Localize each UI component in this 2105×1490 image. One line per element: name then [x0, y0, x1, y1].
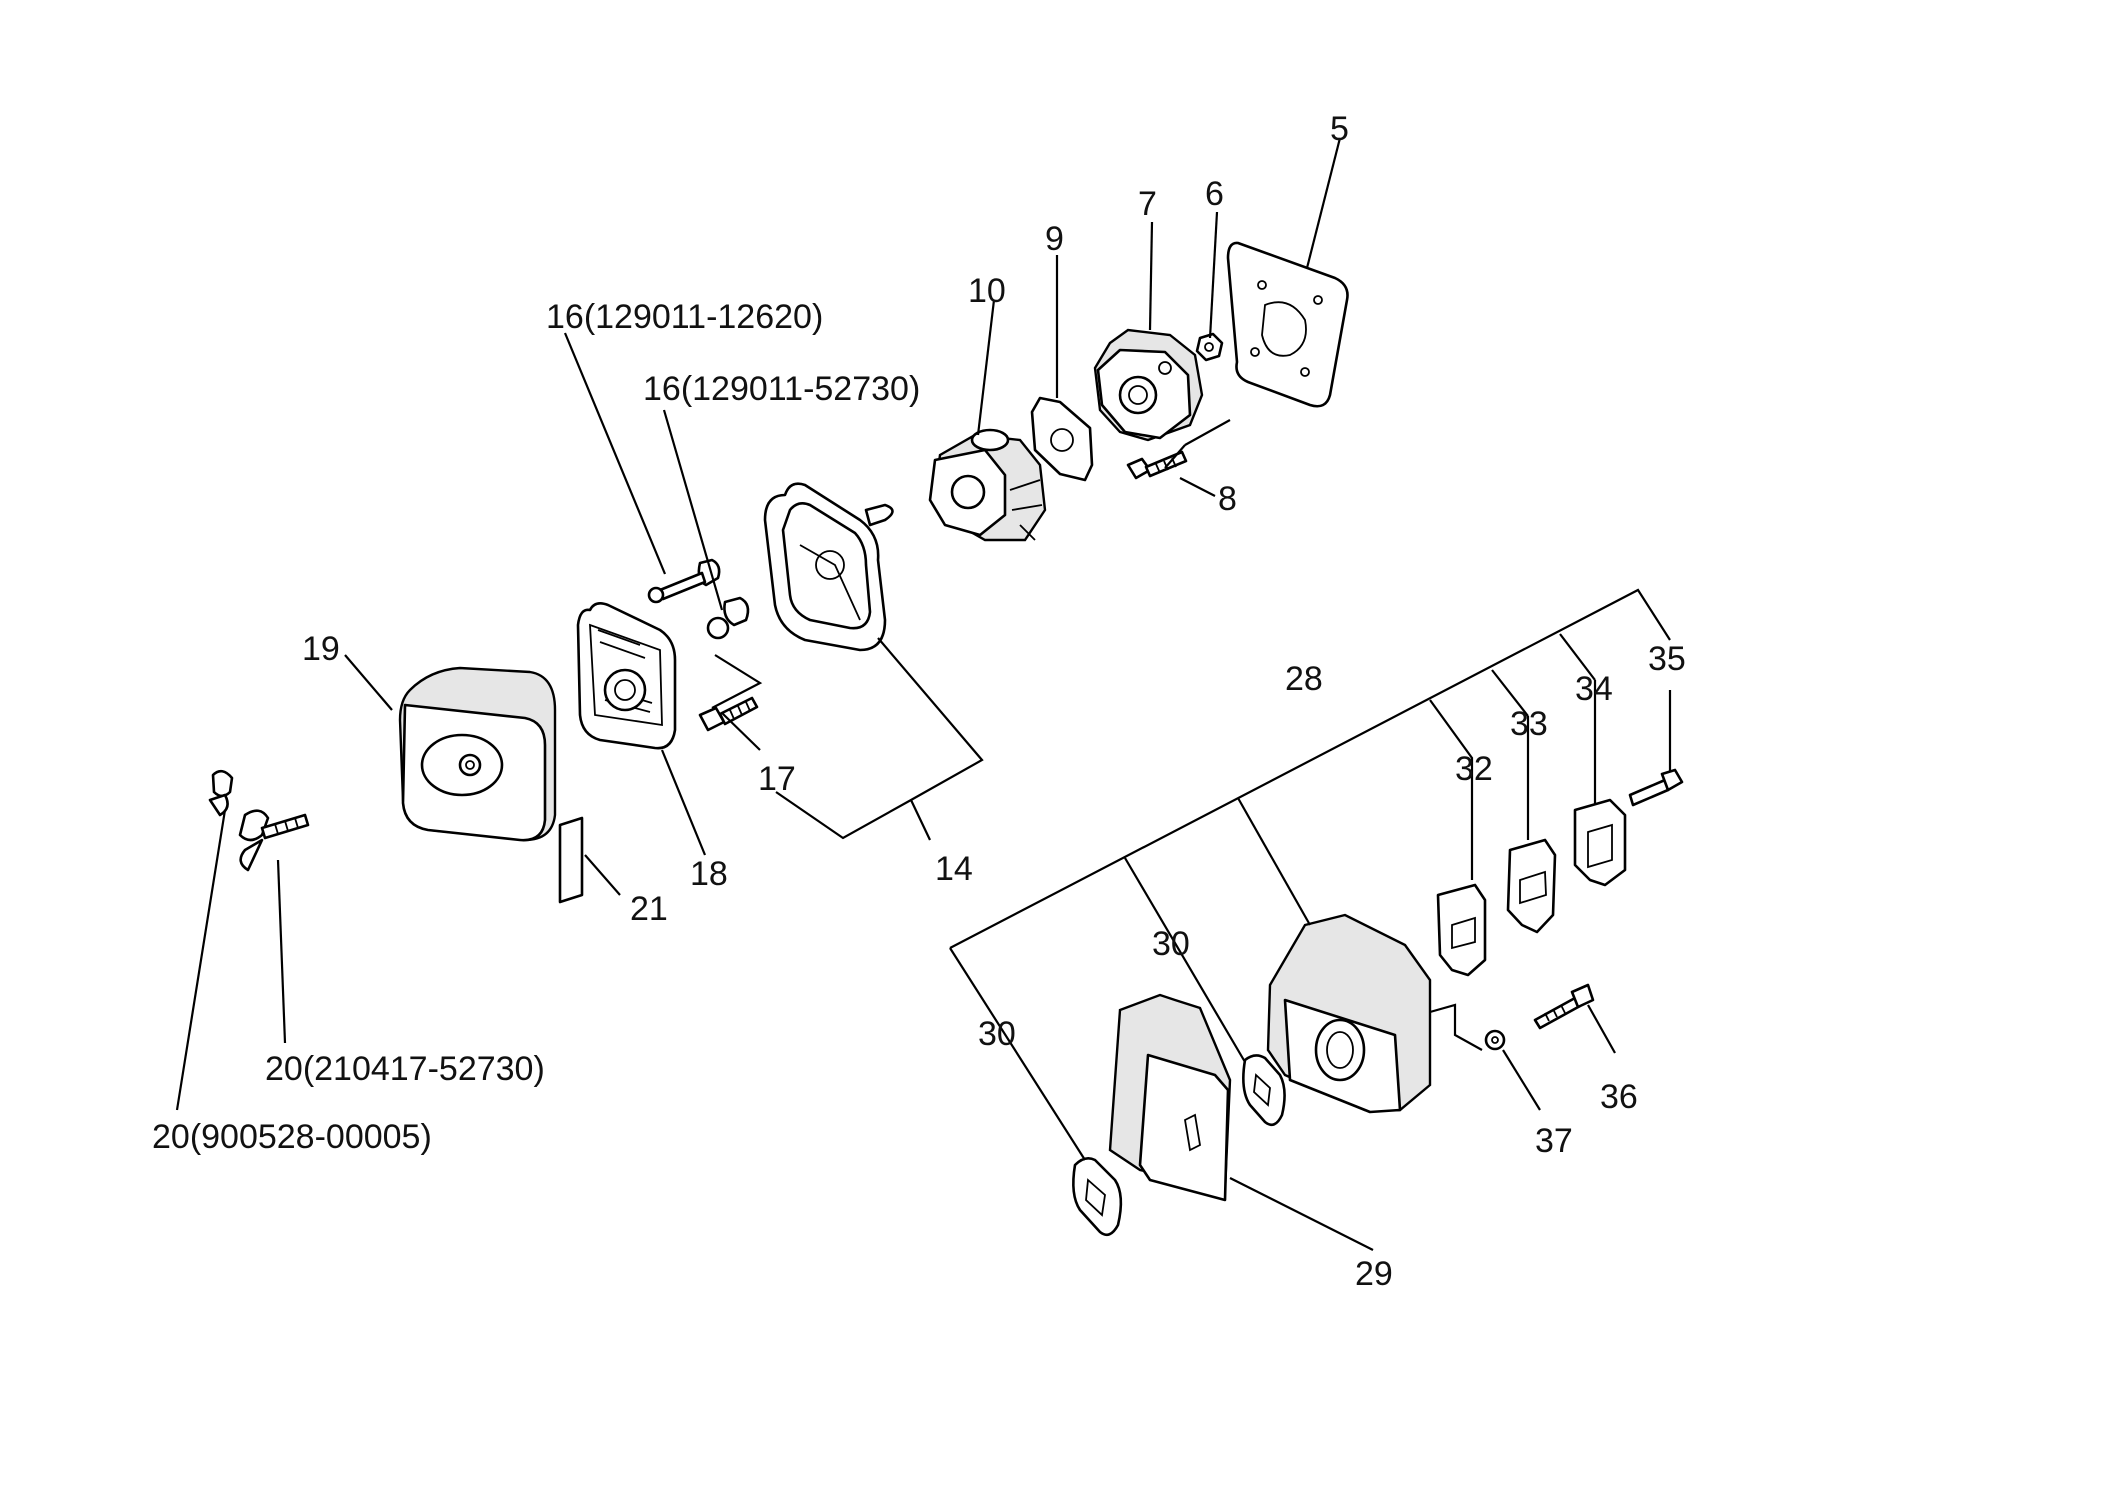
label-14: 14: [935, 850, 973, 888]
part-32-plate: [1436, 883, 1487, 977]
label-30b: 30: [1152, 925, 1190, 963]
label-17: 17: [758, 760, 796, 798]
label-37: 37: [1535, 1122, 1573, 1160]
part-19-cover: [398, 666, 557, 842]
part-8-screw: [1126, 450, 1188, 480]
part-37-washer: [1484, 1029, 1506, 1051]
part-28-muffler: [1266, 913, 1432, 1114]
label-18: 18: [690, 855, 728, 893]
part-17-bolt: [698, 696, 759, 732]
part-14-cleaner-case: [763, 482, 894, 652]
part-7-insulator: [1093, 328, 1204, 442]
part-35-bolt: [1628, 768, 1684, 807]
part-20a-wing-bolt: [238, 809, 310, 872]
label-20b: 20(900528-00005): [152, 1118, 432, 1156]
label-8: 8: [1218, 480, 1237, 518]
part-18-filter: [576, 602, 677, 750]
label-36: 36: [1600, 1078, 1638, 1116]
label-28: 28: [1285, 660, 1323, 698]
part-33-plate: [1506, 838, 1557, 934]
label-9: 9: [1045, 220, 1064, 258]
label-32: 32: [1455, 750, 1493, 788]
label-19: 19: [302, 630, 340, 668]
part-labels: 5 6 7 8 9 10 14 16(129011-12620) 16(1290…: [152, 110, 1686, 1293]
label-33: 33: [1510, 705, 1548, 743]
part-9-gasket: [1030, 396, 1094, 482]
label-16b: 16(129011-52730): [643, 370, 920, 408]
part-29-heat-shield: [1108, 993, 1232, 1202]
part-10-carburetor: [928, 428, 1047, 542]
label-6: 6: [1205, 175, 1224, 213]
label-34: 34: [1575, 670, 1613, 708]
label-30a: 30: [978, 1015, 1016, 1053]
label-29: 29: [1355, 1255, 1393, 1293]
label-21: 21: [630, 890, 668, 928]
label-35: 35: [1648, 640, 1686, 678]
label-5: 5: [1330, 110, 1349, 148]
part-34-plate: [1573, 798, 1627, 887]
label-7: 7: [1138, 185, 1157, 223]
part-20b-wing-nut: [208, 769, 234, 817]
part-36-bolt: [1533, 983, 1595, 1030]
label-20a: 20(210417-52730): [265, 1050, 545, 1088]
part-5-gasket: [1226, 241, 1349, 408]
part-6-nut: [1195, 332, 1224, 362]
leader-lines: [175, 137, 1672, 1251]
label-10: 10: [968, 272, 1006, 310]
part-21-pad: [558, 816, 584, 904]
part-30b-gasket: [1242, 1054, 1286, 1127]
part-16b-clip: [706, 596, 750, 640]
part-30a-gasket: [1072, 1157, 1123, 1237]
label-16a: 16(129011-12620): [546, 298, 823, 336]
